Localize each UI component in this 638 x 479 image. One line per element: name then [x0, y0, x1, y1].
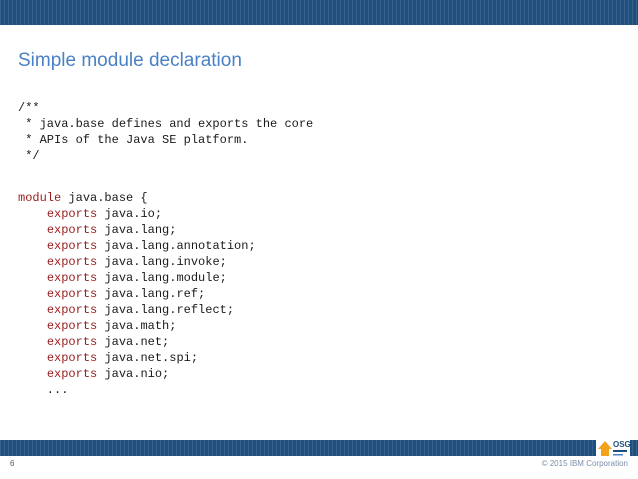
exports-line: exports java.lang.annotation;	[18, 238, 256, 254]
osgi-logo-graphic: OSGi	[596, 437, 633, 459]
ellipsis-line: ...	[18, 383, 69, 397]
logo-text: OSGi	[613, 440, 630, 449]
exports-line: exports java.net.spi;	[18, 350, 198, 366]
package-name: java.math;	[104, 319, 177, 333]
package-name: java.lang.invoke;	[104, 255, 227, 269]
comment-line-1: /**	[18, 101, 40, 115]
osgi-logo-icon: OSGi	[596, 437, 633, 459]
logo-roof-shape	[598, 441, 612, 449]
exports-keyword: exports	[46, 303, 98, 317]
exports-keyword: exports	[46, 287, 98, 301]
exports-keyword: exports	[46, 335, 98, 349]
exports-line: exports java.lang.module;	[18, 270, 227, 286]
package-name: java.lang.ref;	[104, 287, 206, 301]
exports-line: exports java.nio;	[18, 366, 169, 382]
exports-keyword: exports	[46, 239, 98, 253]
header-bar	[0, 0, 638, 25]
comment-line-3: * APIs of the Java SE platform.	[18, 133, 249, 147]
exports-line: exports java.net;	[18, 334, 169, 350]
exports-line: exports java.lang.ref;	[18, 286, 205, 302]
exports-keyword: exports	[46, 367, 98, 381]
package-name: java.net;	[104, 335, 170, 349]
module-keyword: module	[18, 191, 62, 205]
package-name: java.lang;	[104, 223, 177, 237]
exports-line: exports java.math;	[18, 318, 177, 334]
exports-keyword: exports	[46, 207, 98, 221]
exports-line: exports java.lang.invoke;	[18, 254, 227, 270]
module-name: java.base {	[61, 191, 148, 205]
package-name: java.io;	[104, 207, 163, 221]
copyright-text: © 2015 IBM Corporation	[541, 459, 628, 468]
exports-keyword: exports	[46, 223, 98, 237]
comment-line-2: * java.base defines and exports the core	[18, 117, 314, 131]
logo-stripe	[613, 454, 623, 456]
package-name: java.nio;	[104, 367, 170, 381]
exports-line: exports java.io;	[18, 206, 162, 222]
exports-line: exports java.lang;	[18, 222, 177, 238]
package-name: java.lang.annotation;	[104, 239, 256, 253]
package-name: java.lang.reflect;	[104, 303, 235, 317]
slide-title: Simple module declaration	[18, 50, 242, 71]
package-name: java.lang.module;	[104, 271, 227, 285]
exports-keyword: exports	[46, 351, 98, 365]
logo-house-shape	[601, 449, 609, 456]
exports-keyword: exports	[46, 255, 98, 269]
package-name: java.net.spi;	[104, 351, 199, 365]
exports-keyword: exports	[46, 319, 98, 333]
slide-number: 6	[10, 459, 15, 468]
footer-bar	[0, 440, 638, 456]
module-declaration: module java.base {	[18, 190, 148, 206]
exports-keyword: exports	[46, 271, 98, 285]
logo-stripe	[613, 450, 627, 452]
comment-line-4: */	[18, 149, 40, 163]
exports-line: exports java.lang.reflect;	[18, 302, 234, 318]
